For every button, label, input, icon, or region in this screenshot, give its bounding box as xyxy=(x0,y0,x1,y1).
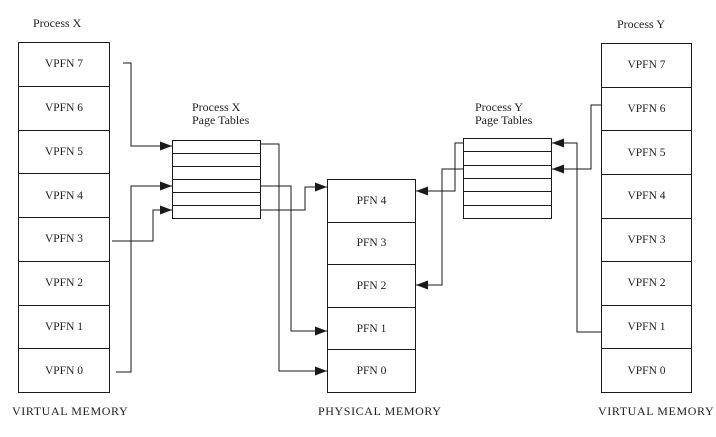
process-x-page-table xyxy=(172,140,261,219)
process-x-page-tables-title: Process X Page Tables xyxy=(192,100,250,127)
x-page-table-row xyxy=(173,153,260,166)
connector-x-vpfn0-to-x-page-table xyxy=(116,181,172,373)
process-x-virtual-memory-column: VPFN 7 VPFN 6 VPFN 5 VPFN 4 VPFN 3 VPFN … xyxy=(18,42,110,393)
y-vpfn3-cell: VPFN 3 xyxy=(602,217,691,262)
connector-x-page-table-to-pfn1 xyxy=(261,185,327,336)
arrowhead-icon xyxy=(315,366,327,376)
process-y-page-table xyxy=(463,138,552,219)
arrowhead-icon xyxy=(552,138,564,148)
pfn0-cell: PFN 0 xyxy=(328,349,415,392)
y-page-table-row xyxy=(464,177,551,191)
y-page-table-row xyxy=(464,204,551,218)
x-vpfn6-cell: VPFN 6 xyxy=(19,85,109,130)
x-page-table-row xyxy=(173,166,260,179)
y-page-table-row xyxy=(464,164,551,178)
y-page-table-row xyxy=(464,191,551,204)
arrowhead-icon xyxy=(315,182,327,192)
y-vpfn5-cell: VPFN 5 xyxy=(602,130,691,174)
x-page-table-row xyxy=(173,179,260,192)
virtual-memory-label-left: VIRTUAL MEMORY xyxy=(12,404,129,418)
x-vpfn3-cell: VPFN 3 xyxy=(19,217,109,261)
arrowhead-icon xyxy=(416,186,428,196)
pfn1-cell: PFN 1 xyxy=(328,306,415,350)
virtual-memory-label-right: VIRTUAL MEMORY xyxy=(598,404,715,418)
y-vpfn2-cell: VPFN 2 xyxy=(602,261,691,305)
arrowhead-icon xyxy=(160,141,172,151)
y-vpfn6-cell: VPFN 6 xyxy=(602,86,691,131)
x-vpfn7-cell: VPFN 7 xyxy=(44,58,84,71)
pfn3-cell: PFN 3 xyxy=(328,221,415,265)
x-vpfn5-cell: VPFN 5 xyxy=(19,129,109,174)
x-vpfn4-cell: VPFN 4 xyxy=(19,173,109,217)
process-y-title: Process Y xyxy=(617,17,665,31)
physical-memory-label: PHYSICAL MEMORY xyxy=(318,404,442,418)
process-x-title: Process X xyxy=(33,16,82,30)
connector-y-page-table-to-pfn2 xyxy=(416,168,463,290)
process-y-virtual-memory-column: VPFN 7 VPFN 6 VPFN 5 VPFN 4 VPFN 3 VPFN … xyxy=(601,43,692,393)
x-page-table-row xyxy=(173,205,260,218)
x-vpfn0-cell: VPFN 0 xyxy=(19,348,109,392)
x-page-table-row xyxy=(173,141,260,153)
physical-memory-column: PFN 4 PFN 3 PFN 2 PFN 1 PFN 0 xyxy=(327,179,416,393)
arrowhead-icon xyxy=(416,280,428,290)
connector-y-vpfn1-to-y-page-table xyxy=(552,138,601,333)
pfn4-cell: PFN 4 xyxy=(356,194,387,207)
x-page-table-row xyxy=(173,192,260,205)
arrowhead-icon xyxy=(160,205,172,215)
pfn2-cell: PFN 2 xyxy=(328,264,415,307)
y-vpfn4-cell: VPFN 4 xyxy=(602,173,691,218)
arrowhead-icon xyxy=(552,164,564,174)
connector-x-vpfn3-to-x-page-table xyxy=(112,205,172,242)
x-vpfn1-cell: VPFN 1 xyxy=(19,304,109,349)
y-vpfn1-cell: VPFN 1 xyxy=(602,304,691,349)
connector-x-page-table-to-pfn4 xyxy=(261,182,327,211)
x-vpfn2-cell: VPFN 2 xyxy=(19,260,109,305)
connector-x-vpfn7-to-x-page-table xyxy=(123,62,172,151)
y-vpfn7-cell: VPFN 7 xyxy=(627,59,666,72)
arrowhead-icon xyxy=(160,181,172,191)
connector-y-vpfn6-to-y-page-table xyxy=(552,104,601,174)
connector-y-page-table-to-pfn4 xyxy=(416,142,463,196)
y-page-table-row xyxy=(464,151,551,164)
y-vpfn0-cell: VPFN 0 xyxy=(602,348,691,392)
arrowhead-icon xyxy=(315,326,327,336)
process-y-page-tables-title: Process Y Page Tables xyxy=(475,100,533,127)
connector-x-page-table-to-pfn0 xyxy=(261,143,327,376)
y-page-table-row xyxy=(464,139,551,151)
